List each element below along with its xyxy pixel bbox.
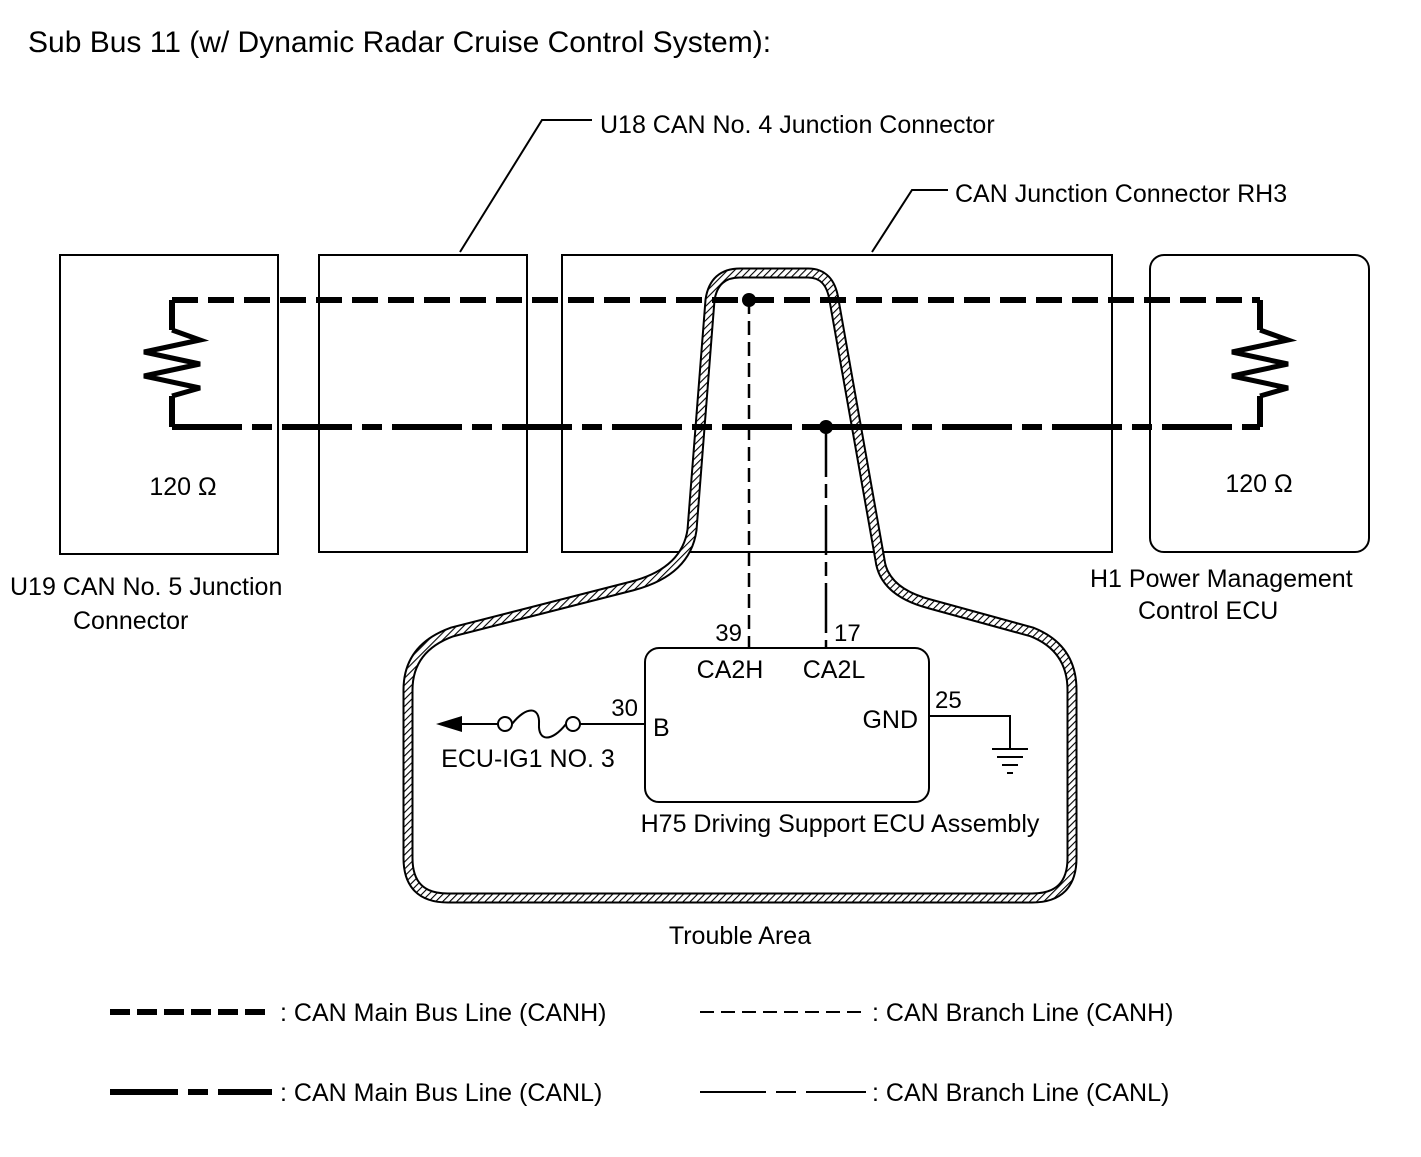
right-resistor-symbol — [1231, 327, 1298, 399]
trouble-area-outline-border — [402, 267, 1078, 904]
legend-branch-canl-label: : CAN Branch Line (CANL) — [872, 1079, 1169, 1107]
trouble-area-label: Trouble Area — [669, 922, 811, 950]
right-resistor-value: 120 Ω — [1225, 470, 1292, 498]
pin-39-number: 39 — [715, 620, 742, 647]
h1-label-line2: Control ECU — [1138, 597, 1278, 625]
trouble-area-outline-hatch — [404, 269, 1076, 902]
fuse-label: ECU-IG1 NO. 3 — [441, 745, 615, 773]
pin-gnd-label: GND — [862, 706, 918, 734]
h1-label-line1: H1 Power Management — [1090, 565, 1353, 593]
arrow-left-icon — [436, 716, 462, 732]
left-resistor-value: 120 Ω — [149, 473, 216, 501]
pin-17-number: 17 — [834, 620, 861, 647]
h75-ecu-label: H75 Driving Support ECU Assembly — [641, 810, 1040, 838]
u19-label-line2: Connector — [73, 607, 188, 635]
left-resistor-symbol — [143, 327, 210, 399]
u18-leader-line — [459, 119, 592, 253]
fuse-icon — [511, 709, 567, 739]
h1-ecu-box — [1149, 254, 1370, 553]
gnd-wire — [929, 715, 1011, 748]
u18-connector-box — [318, 254, 528, 553]
pin-ca2l-label: CA2L — [803, 656, 866, 684]
pin-b-label: B — [653, 714, 670, 742]
u18-label: U18 CAN No. 4 Junction Connector — [600, 111, 995, 139]
rh3-leader-line — [871, 189, 948, 253]
rh3-label: CAN Junction Connector RH3 — [955, 180, 1287, 208]
fuse-right-terminal — [565, 716, 581, 732]
u19-connector-box — [59, 254, 279, 555]
pin-30-number: 30 — [611, 695, 638, 722]
legend-branch-canh-label: : CAN Branch Line (CANH) — [872, 999, 1173, 1027]
rh3-connector-box — [561, 254, 1113, 553]
pin-ca2h-label: CA2H — [697, 656, 764, 684]
legend-main-canl-label: : CAN Main Bus Line (CANL) — [280, 1079, 602, 1107]
legend-main-canh-label: : CAN Main Bus Line (CANH) — [280, 999, 606, 1027]
diagram-title: Sub Bus 11 (w/ Dynamic Radar Cruise Cont… — [28, 26, 771, 59]
u19-label-line1: U19 CAN No. 5 Junction — [10, 573, 282, 601]
fuse-left-terminal — [497, 716, 513, 732]
pin-25-number: 25 — [935, 687, 962, 714]
